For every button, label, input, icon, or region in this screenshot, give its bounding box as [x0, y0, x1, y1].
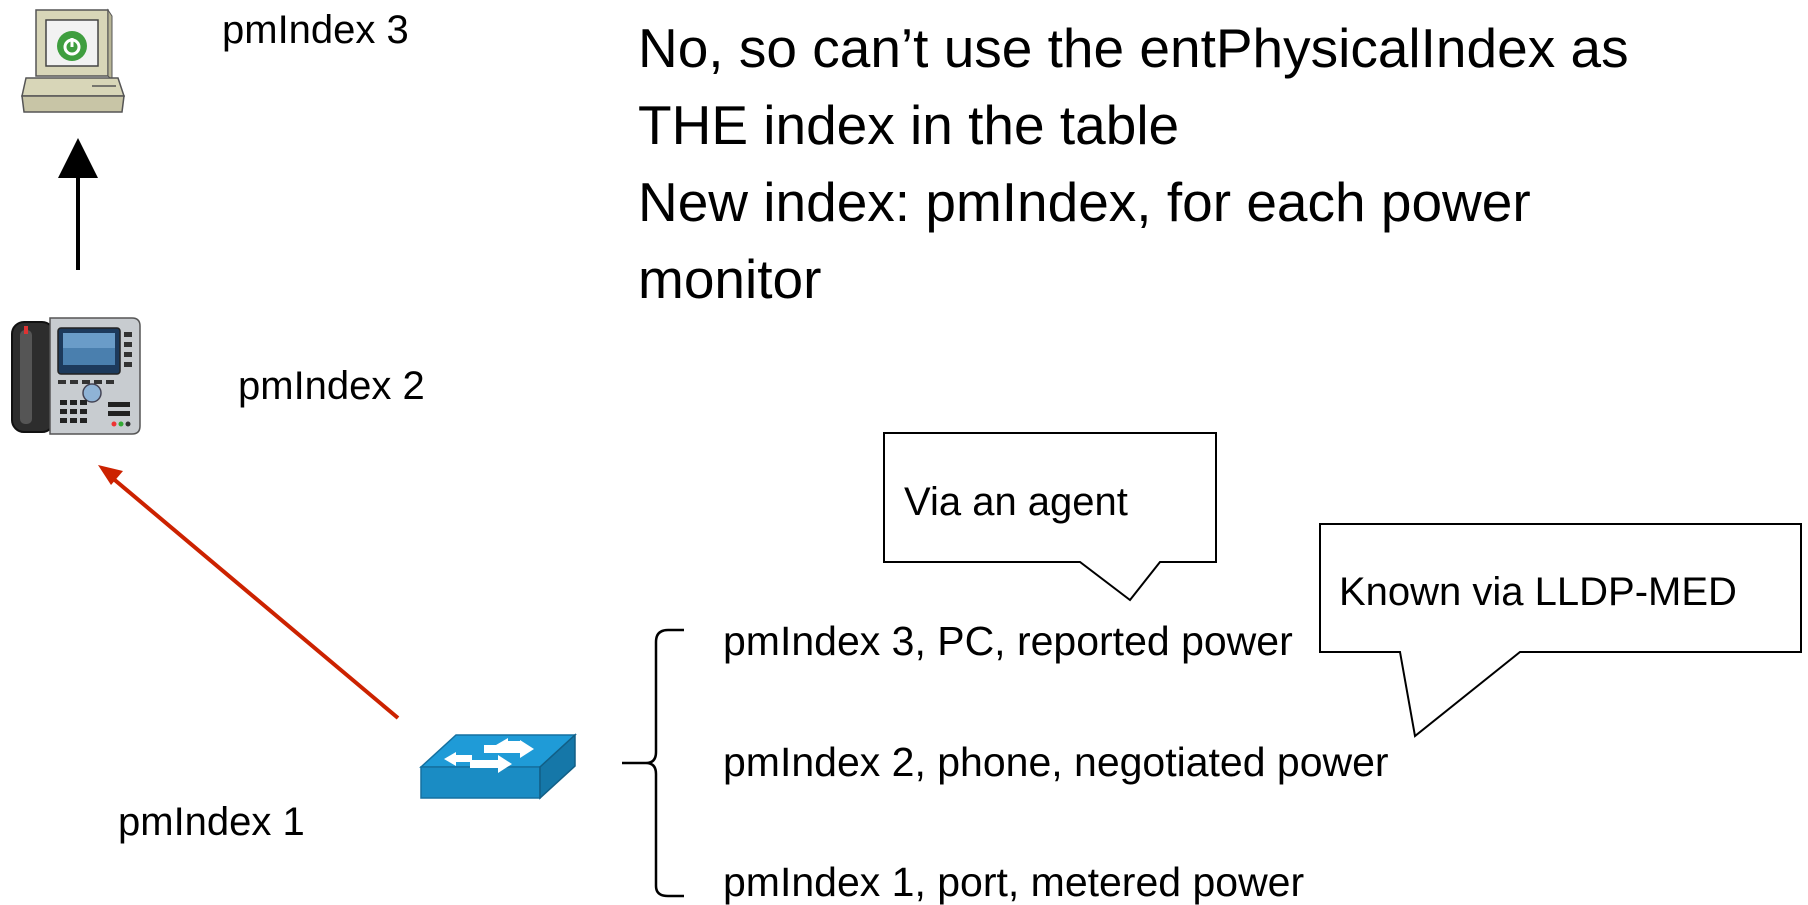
callout-lldp-text: Known via LLDP-MED: [1339, 570, 1737, 614]
ip-phone-icon: [11, 317, 141, 435]
arrow-switch-to-phone: [98, 465, 400, 720]
title-line-1: No, so can’t use the entPhysicalIndex as: [638, 17, 1629, 79]
title-line-3: New index: pmIndex, for each power: [638, 171, 1531, 233]
switch-label: pmIndex 1: [118, 800, 305, 844]
rows-brace: [622, 628, 684, 898]
callout-lldp-bubble: [1319, 523, 1802, 738]
callout-agent-bubble: [883, 432, 1217, 602]
switch-icon: [419, 733, 577, 800]
row-port-metered-power: pmIndex 1, port, metered power: [723, 859, 1305, 905]
pc-icon: [21, 8, 126, 113]
title-line-4: monitor: [638, 248, 822, 310]
pc-label: pmIndex 3: [222, 8, 409, 52]
callout-agent-text: Via an agent: [904, 480, 1128, 524]
slide-title: No, so can’t use the entPhysicalIndex as…: [638, 10, 1629, 318]
row-phone-negotiated-power: pmIndex 2, phone, negotiated power: [723, 739, 1389, 785]
row-pc-reported-power: pmIndex 3, PC, reported power: [723, 618, 1293, 664]
phone-label: pmIndex 2: [238, 364, 425, 408]
title-line-2: THE index in the table: [638, 94, 1180, 156]
